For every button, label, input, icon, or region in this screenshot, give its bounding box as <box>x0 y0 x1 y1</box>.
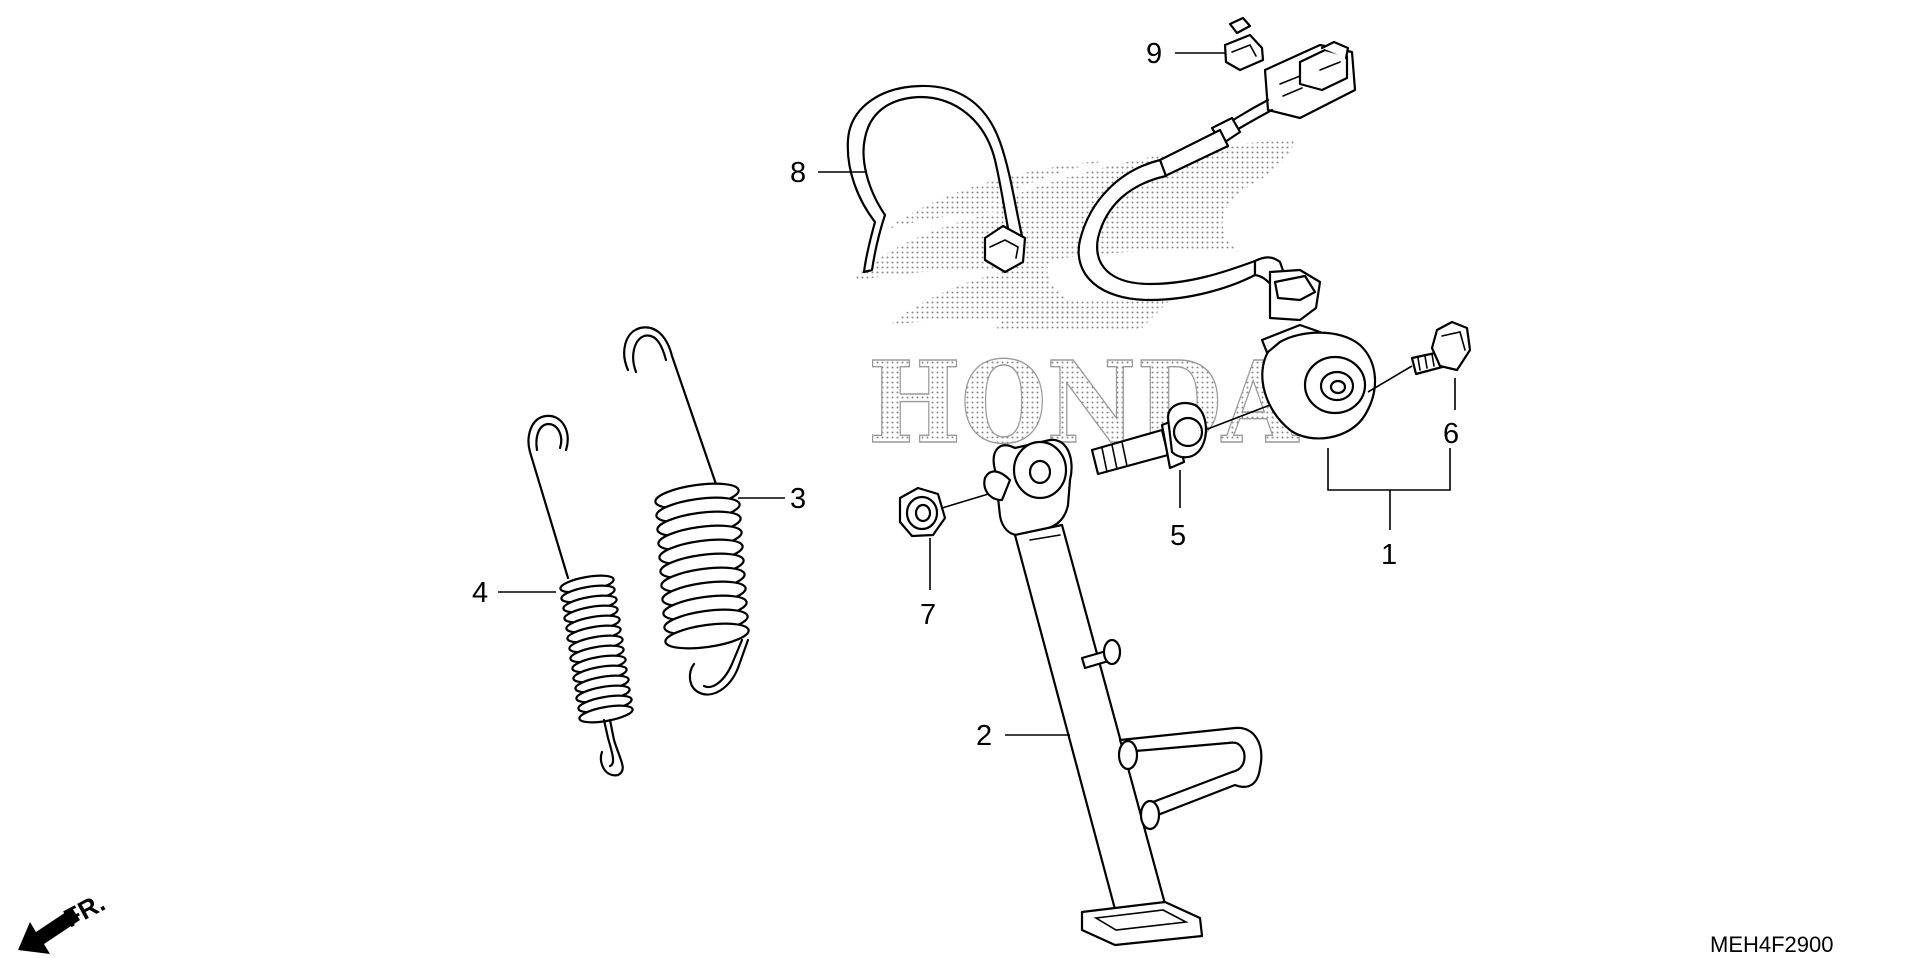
callout-2: 2 <box>976 720 992 752</box>
honda-wing-watermark: HONDA <box>850 140 1301 470</box>
part-4-small-spring: 4 <box>472 414 634 777</box>
callout-3: 3 <box>790 483 806 515</box>
part-1-side-stand-switch: 1 <box>1077 40 1451 571</box>
part-3-large-spring: 3 <box>623 326 806 696</box>
part-2-side-stand: 2 <box>976 438 1263 947</box>
part-5-pivot-bolt: 5 <box>1090 401 1271 552</box>
front-arrow-icon <box>18 908 80 954</box>
part-6-bolt: 6 <box>1367 320 1472 450</box>
callout-4: 4 <box>472 577 488 609</box>
part-7-nut: 7 <box>898 486 996 631</box>
part-9-connector-clip <box>1223 16 1265 72</box>
callout-7: 7 <box>920 599 936 631</box>
callout-1: 1 <box>1381 539 1397 571</box>
callout-9: 9 <box>1146 38 1162 70</box>
part-8-wire-band <box>846 84 1027 274</box>
diagram-code: MEH4F2900 <box>1710 932 1834 957</box>
callout-8: 8 <box>790 157 806 189</box>
callout-5: 5 <box>1170 520 1186 552</box>
front-direction-indicator: FR. <box>18 887 110 954</box>
watermark-text: HONDA <box>868 338 1300 469</box>
callout-6: 6 <box>1443 418 1459 450</box>
